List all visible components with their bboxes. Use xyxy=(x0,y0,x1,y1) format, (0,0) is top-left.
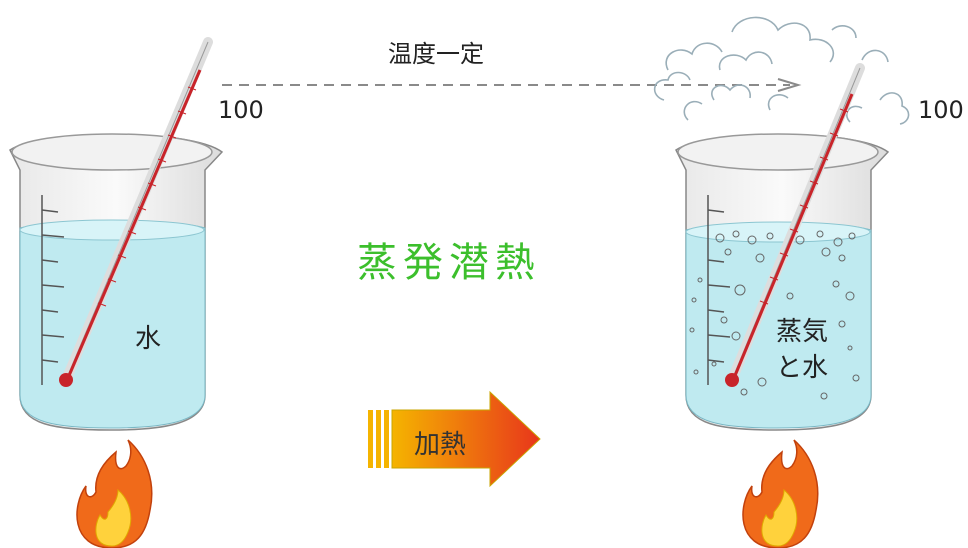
latent-heat-title: 蒸発潜熱 xyxy=(357,240,541,286)
constant-temperature-label: 温度一定 xyxy=(388,40,484,68)
right-thermometer-icon xyxy=(725,63,865,387)
left-thermometer-icon xyxy=(59,37,213,387)
steam-label-line1: 蒸気 xyxy=(776,317,829,347)
heating-label: 加熱 xyxy=(414,430,467,460)
water-label: 水 xyxy=(135,324,162,354)
steam-label-line2: と水 xyxy=(776,353,829,383)
left-temperature-value: 100 xyxy=(218,96,264,124)
right-beaker-icon xyxy=(675,133,890,431)
constant-temp-arrow xyxy=(222,78,802,92)
steam-cloud-icon xyxy=(653,16,910,125)
heat-arrow-icon xyxy=(368,390,541,488)
left-flame-icon xyxy=(76,439,153,548)
right-flame-icon xyxy=(742,439,819,548)
right-temperature-value: 100 xyxy=(918,96,964,124)
steam-and-water-label: 蒸気 と水 xyxy=(776,314,828,386)
